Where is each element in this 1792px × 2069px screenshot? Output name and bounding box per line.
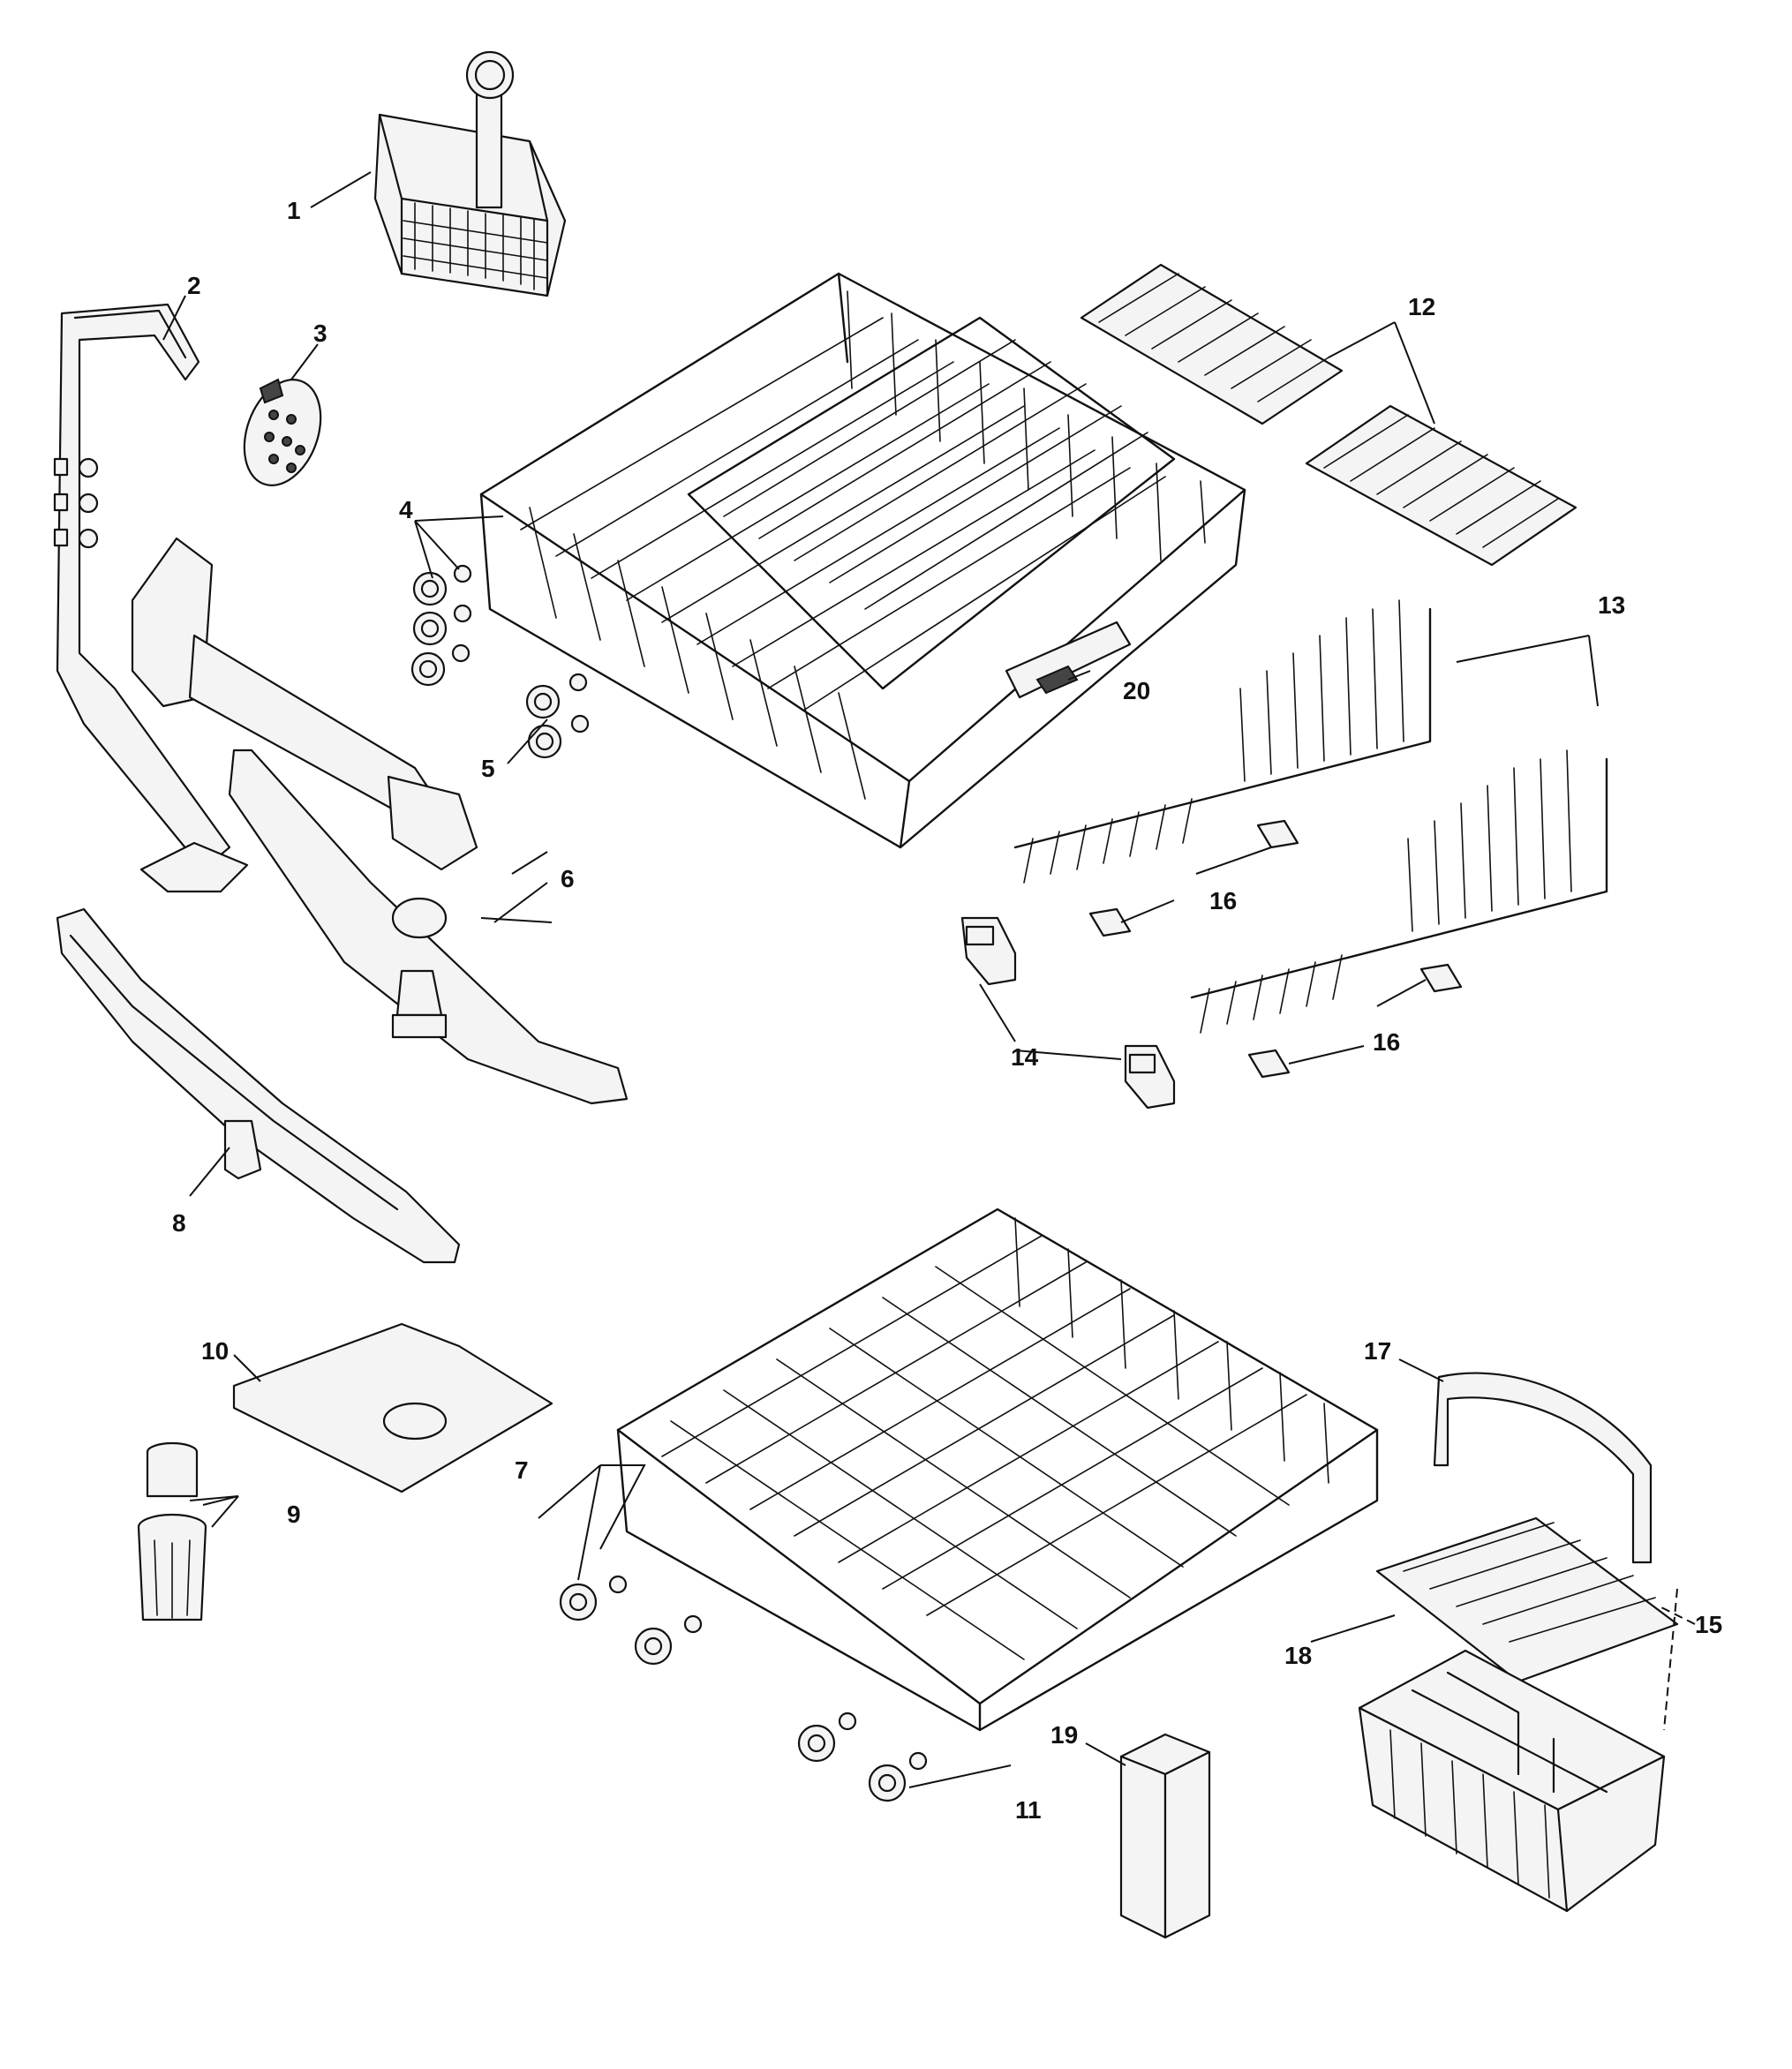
part-16-clips [1088, 819, 1463, 1079]
leader-lines [162, 171, 1696, 1788]
part-6-upper-spray-arm [131, 537, 629, 1105]
part-14-rack-clips [960, 916, 1176, 1110]
callout-1: 1 [287, 197, 301, 224]
part-19-utensil-holder [1119, 1733, 1211, 1939]
callout-3: 3 [313, 320, 328, 347]
callout-14: 14 [1011, 1043, 1039, 1071]
callout-11: 11 [1015, 1796, 1042, 1824]
part-11-lower-rack-wheels [797, 1712, 928, 1802]
callout-5: 5 [481, 755, 495, 782]
part-20-rack-adjuster [1035, 665, 1079, 695]
part-15-cutlery-basket [1358, 1649, 1666, 1913]
callout-16-lower: 16 [1373, 1028, 1400, 1056]
callout-8: 8 [172, 1209, 186, 1237]
callout-19: 19 [1050, 1721, 1078, 1749]
upper-rack [479, 272, 1246, 849]
part-10-cover-plate [232, 1322, 553, 1493]
callout-9: 9 [287, 1501, 301, 1528]
part-9-filter-assembly [137, 1441, 207, 1621]
part-1-silverware-basket [373, 50, 567, 297]
callout-2: 2 [187, 272, 201, 299]
part-18-basket-lid [1375, 1516, 1679, 1683]
callout-4: 4 [399, 496, 413, 523]
callout-15: 15 [1695, 1611, 1722, 1638]
callout-17: 17 [1364, 1337, 1391, 1365]
callout-18: 18 [1284, 1642, 1312, 1669]
callout-6: 6 [561, 865, 575, 892]
callout-20: 20 [1123, 677, 1150, 704]
part-7-lower-rack-wheels [559, 1575, 703, 1666]
part-17-basket-handle [1433, 1372, 1653, 1564]
part-2-spray-tube [53, 303, 231, 871]
callout-labels: 1 2 3 4 5 6 7 8 9 10 11 12 13 14 15 16 1… [172, 197, 1722, 1824]
part-13-plate-racks [1013, 599, 1608, 1034]
part-5-upper-rack-wheels [525, 673, 590, 759]
callout-10: 10 [201, 1337, 229, 1365]
part-4-upper-rack-wheels [410, 564, 472, 687]
callout-16-upper: 16 [1209, 887, 1237, 914]
callout-12: 12 [1408, 293, 1435, 320]
part-12-tine-rows [1080, 263, 1577, 567]
part-8-lower-spray-arm [56, 841, 461, 1264]
callout-7: 7 [515, 1456, 529, 1484]
callout-13: 13 [1598, 591, 1625, 619]
lower-rack [616, 1208, 1379, 1732]
part-3-filter-disc [243, 378, 322, 486]
